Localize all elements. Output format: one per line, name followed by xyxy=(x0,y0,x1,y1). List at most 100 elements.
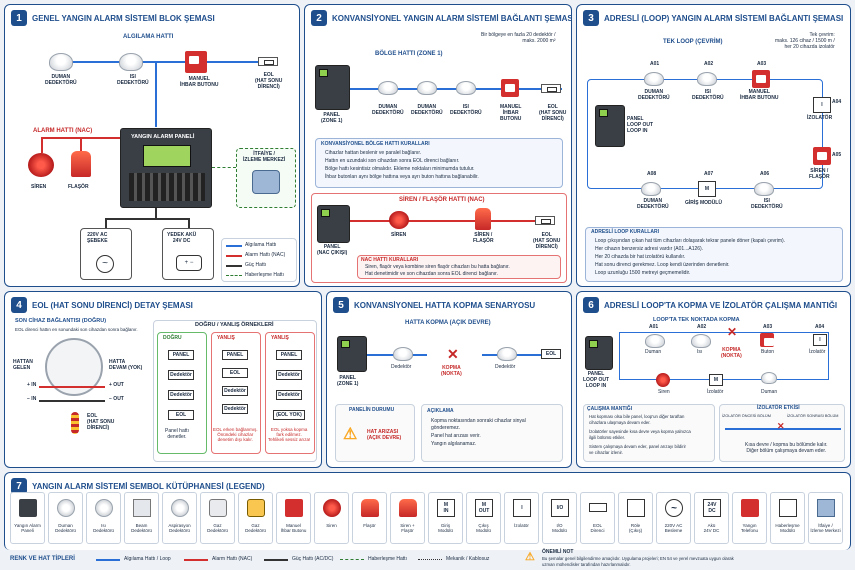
rule-item: Loop çıkışından çıkan hat tüm cihazları … xyxy=(595,238,786,244)
explanation-box xyxy=(421,404,563,462)
warning-icon: ⚠ xyxy=(343,426,358,443)
eol-icon xyxy=(258,57,278,66)
fire-alarm-panel: YANGIN ALARM PANELİ xyxy=(120,128,212,208)
smoke-detector-icon xyxy=(645,334,665,348)
rule-item: İhbar butonları aynı bölge hattına veya … xyxy=(325,174,479,180)
example-wrong-2 xyxy=(265,332,315,454)
dev-label: MANUEL İHBAR BUTONU xyxy=(740,89,779,101)
panel-box: PANEL xyxy=(168,350,194,360)
rule-item: Her cihazın benzersiz adresi vardır (A01… xyxy=(595,246,704,252)
manual-call-point-icon xyxy=(501,79,519,97)
addr-a05: A05 xyxy=(832,152,842,158)
battery-icon: + − xyxy=(176,255,202,271)
legend-label: İzolatör xyxy=(514,523,529,528)
zone-panel xyxy=(337,336,367,372)
legend-label: Gaz Dedektörü xyxy=(245,523,266,534)
legend-label: Isı Dedektörü xyxy=(93,523,114,534)
mcp-label: MANUEL İHBAR BUTONU xyxy=(180,76,219,88)
smoke-detector-icon xyxy=(417,81,437,95)
break-mark-icon: ✕ xyxy=(727,325,738,339)
nac-panel xyxy=(317,205,350,243)
example-wrong-1 xyxy=(211,332,261,454)
section-title: KONVANSİYONEL YANGIN ALARM SİSTEMİ BAĞLA… xyxy=(332,13,572,23)
legend-cell: Duman Dedektörü xyxy=(48,492,83,544)
legend-cell: Siren + Flaşör xyxy=(390,492,425,544)
detector-label: DUMAN DEDEKTÖRÜ xyxy=(372,104,404,116)
heat-label: ISI DEDEKTÖRÜ xyxy=(117,74,149,86)
comm-module-icon xyxy=(779,499,797,517)
flasher-icon xyxy=(71,151,91,177)
after-label: İZOLATÖR SONRASI BÖLÜM xyxy=(787,414,839,418)
conventional-panel xyxy=(315,65,350,110)
smoke-detector-icon xyxy=(49,53,73,71)
mcp-label: MANUEL İHBAR BUTONU xyxy=(500,104,522,122)
section-2-conventional: 2 KONVANSİYONEL YANGIN ALARM SİSTEMİ BAĞL… xyxy=(304,4,572,287)
addr-a02: A02 xyxy=(697,324,707,330)
legend-label: Beam Dedektörü xyxy=(131,523,152,534)
fire-station-icon xyxy=(817,499,835,517)
section-number: 1 xyxy=(11,10,27,26)
smoke-detector-icon xyxy=(393,347,413,361)
eol-label: EOL (HAT SONU DİRENCİ) xyxy=(533,232,561,250)
nac-title: SİREN / FLAŞÖR HATTI (NAC) xyxy=(399,197,485,203)
legend-label: Yangın Telefonu xyxy=(740,523,758,534)
addr-a08: A08 xyxy=(647,171,657,177)
addr-a07: A07 xyxy=(704,171,714,177)
example-correct xyxy=(157,332,207,454)
battery-box xyxy=(162,228,214,280)
legend-cell: Röle (Çıkış) xyxy=(618,492,653,544)
loop-panel xyxy=(595,105,625,147)
short-mark-icon: ✕ xyxy=(777,421,785,431)
addr-a03: A03 xyxy=(763,324,773,330)
section-title: YANGIN ALARM SİSTEMİ SEMBOL KÜTÜPHANESİ … xyxy=(32,481,265,491)
legend-cell: EOL Direnci xyxy=(580,492,615,544)
input-module-icon: M xyxy=(698,181,716,197)
loop-label: TEK LOOP (ÇEVRİM) xyxy=(663,39,723,45)
legend-cell: Aspirasyon Dedektörü xyxy=(162,492,197,544)
detector-box: Dedektör xyxy=(168,390,194,400)
effect-title: İZOLATÖR ETKİSİ xyxy=(757,405,800,411)
addr-a04: A04 xyxy=(815,324,825,330)
rule-item: Hat sonu direnci gerekmez. Loop kendi üz… xyxy=(595,262,730,268)
isolator-effect-box xyxy=(719,404,845,462)
legend-label: Aspirasyon Dedektörü xyxy=(168,523,191,534)
status-box xyxy=(335,404,415,462)
dev-label: SİREN / FLAŞÖR xyxy=(809,168,830,180)
detector-box: Dedektör xyxy=(276,370,302,380)
nac-rule-item: Siren, flaşör veya kombine siren flaşör … xyxy=(365,264,510,270)
module-icon: M xyxy=(709,374,723,386)
wrong1-desc: EOL erken bağlanmış. Önündeki cihazlar d… xyxy=(213,427,258,443)
nac-rules-title: NAC HATTI KURALLARI xyxy=(361,257,419,263)
resistor-icon xyxy=(71,412,79,434)
note-title: ÖNEMLİ NOT xyxy=(542,549,574,555)
work-item: Hat kopması olsa bile panel, loop'un diğ… xyxy=(589,414,685,425)
siren-label: SİREN xyxy=(391,232,407,238)
rule-item: Cihazlar hattan beslenir ve paralel bağl… xyxy=(325,150,422,156)
section-number: 2 xyxy=(311,10,327,26)
heat-detector-icon xyxy=(754,182,774,196)
legend-label: Siren xyxy=(326,523,337,528)
isolator-icon: I xyxy=(813,97,831,113)
rule-item: Loop uzunluğu 1500 metreyi geçmemelidir. xyxy=(595,270,691,276)
dev-label: GİRİŞ MODÜLÜ xyxy=(685,200,722,206)
fire-panel-icon xyxy=(19,499,37,517)
dev-label: Duman xyxy=(761,389,778,395)
legend-label: Haberleşme Modülü xyxy=(775,523,800,534)
legend-label: Flaşör xyxy=(363,523,376,528)
nac-rules-box xyxy=(357,255,561,279)
examples-title: DOĞRU / YANLIŞ ÖRNEKLERİ xyxy=(195,322,274,328)
dev-label: Siren xyxy=(658,389,670,395)
eol-label: EOL (HAT SONU DİRENCİ) xyxy=(255,72,283,90)
det-label: Dedektör xyxy=(495,364,516,370)
isolator-icon: I xyxy=(813,334,827,346)
smoke-detector-icon xyxy=(641,182,661,196)
flasher-icon xyxy=(361,499,379,517)
examples-box xyxy=(153,320,317,462)
ac-supply-icon: ~ xyxy=(665,499,683,517)
fire-station-icon xyxy=(252,170,280,194)
eol-icon xyxy=(541,84,561,93)
dev-label: Duman xyxy=(645,349,662,355)
